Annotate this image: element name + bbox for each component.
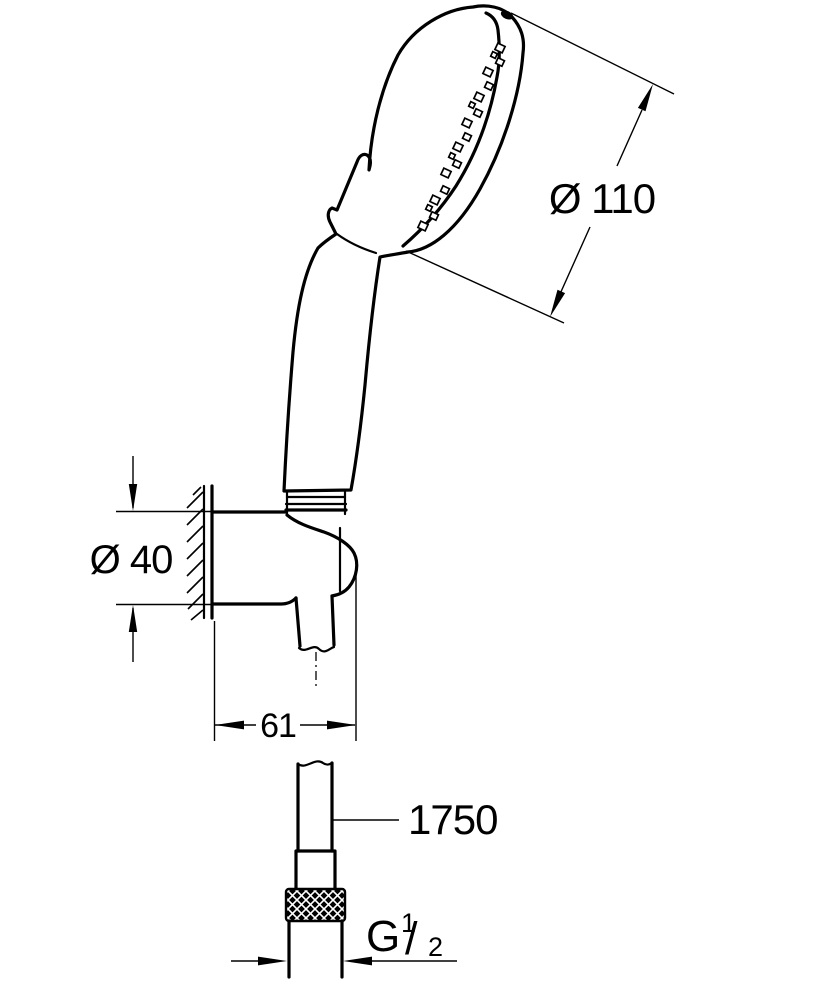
shower-outline [282, 4, 526, 493]
hose-outlet-right-edge [330, 594, 336, 647]
nozzle [472, 91, 486, 103]
extension-line [510, 12, 675, 95]
nozzle [416, 220, 430, 232]
head-diameter-label: Ø 110 [549, 175, 655, 222]
extension-line [405, 250, 565, 324]
dimension-arrow [327, 720, 356, 730]
head-handle-junction-line [335, 232, 378, 255]
handle-cone [284, 490, 348, 516]
nozzle [460, 117, 474, 129]
nozzle [424, 203, 434, 213]
holder-diameter-label: Ø 40 [90, 538, 173, 582]
nozzle [447, 151, 457, 161]
dimension-arrow [343, 956, 372, 966]
dimension-line [559, 109, 643, 295]
nozzle [483, 80, 495, 92]
spray-nozzles [416, 42, 507, 232]
nozzle [494, 56, 506, 68]
dimension-holder-depth: 61 [213, 566, 357, 745]
thread-fraction-slash: / [405, 913, 418, 964]
nozzle [472, 107, 484, 119]
hose-length-label: 1750 [408, 796, 497, 843]
wall [186, 484, 214, 621]
dimension-head-diameter: Ø 110 [405, 12, 675, 324]
dimension-arrow [550, 289, 566, 317]
dimension-arrow [258, 956, 287, 966]
hose-break-line-lower [296, 760, 334, 767]
holder-cradle-outline [285, 513, 359, 598]
dimension-hose-length: 1750 [333, 796, 498, 843]
dimension-arrow [128, 605, 138, 632]
wall-hatch-marks [186, 486, 204, 621]
hose-outlet-left-edge [294, 596, 302, 648]
nozzle [481, 66, 495, 78]
dimension-arrow [215, 720, 244, 730]
knurled-nut [284, 887, 347, 923]
nozzle [451, 158, 463, 170]
nozzle [489, 50, 499, 60]
shower-hose [284, 760, 347, 979]
head-top-detail-dot [500, 10, 514, 20]
nozzle [439, 184, 451, 196]
thread-letter-label: G [366, 912, 399, 961]
wall-holder [211, 510, 359, 686]
nozzle [451, 141, 465, 153]
coupling-outline [294, 849, 337, 891]
nozzle [467, 100, 477, 110]
nozzle [493, 42, 507, 54]
dimension-holder-diameter: Ø 40 [90, 456, 213, 662]
hand-shower [282, 4, 526, 516]
thread-denominator-label: 2 [428, 932, 442, 962]
holder-depth-label: 61 [260, 707, 296, 745]
thread-numerator-label: 1 [401, 908, 415, 938]
spray-face-rim-line [401, 11, 501, 248]
dimension-arrow [637, 84, 653, 112]
hose-break-line-upper [297, 645, 336, 653]
nozzle [428, 210, 440, 222]
dimension-arrow [128, 484, 138, 511]
nozzle [461, 131, 473, 143]
nozzle [439, 167, 453, 179]
nozzle [428, 194, 442, 206]
dimension-thread-size: G 1 / 2 [231, 908, 457, 966]
holder-bottom-edge [211, 596, 298, 606]
